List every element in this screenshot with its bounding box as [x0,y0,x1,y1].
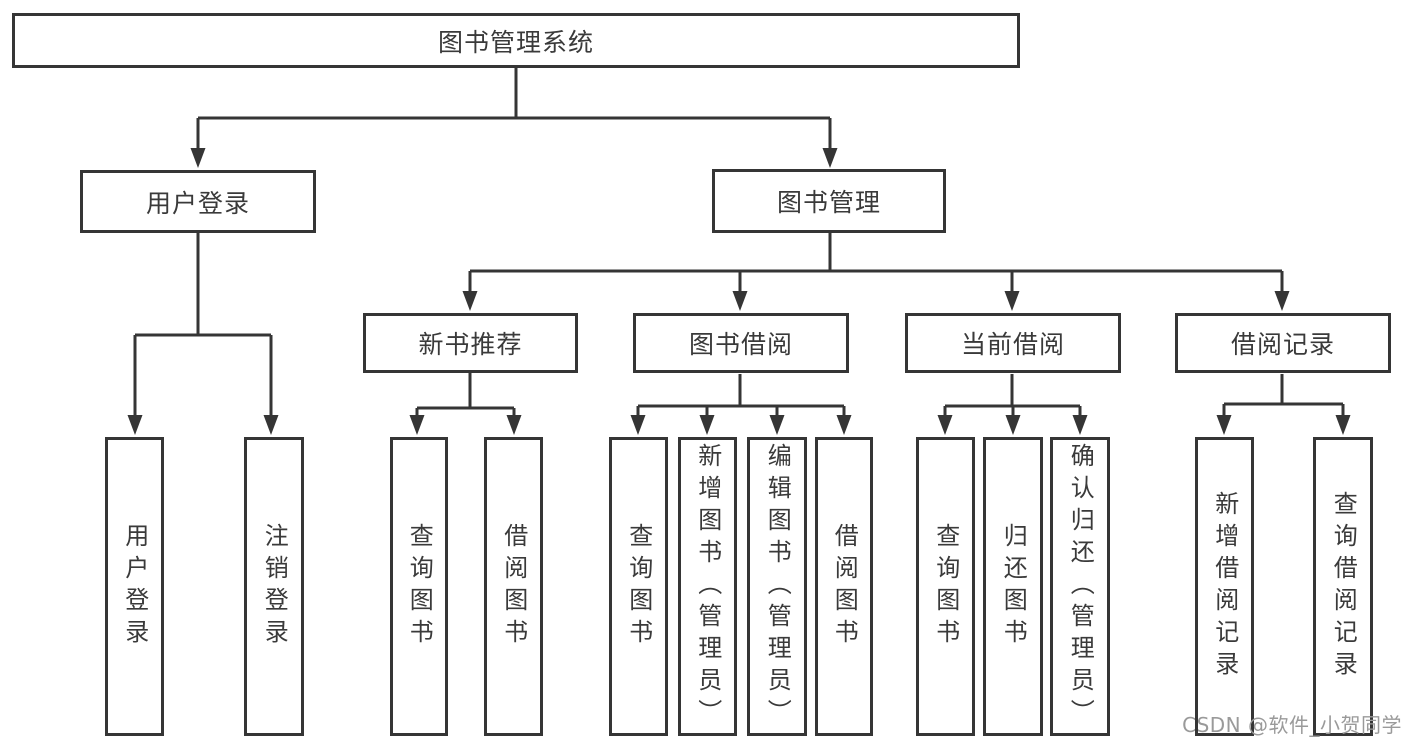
leaf-logout: 注销登录 [244,437,304,736]
node-borrow-records: 借阅记录 [1175,313,1391,373]
leaf-user-login: 用户登录 [105,437,164,736]
leaf-rec-query-books: 查询图书 [390,437,448,736]
leaf-cb-return-books: 归还图书 [983,437,1043,736]
leaf-bb-add-books-admin: 新增图书（管理员） [678,437,737,736]
leaf-cb-confirm-return-admin: 确认归还（管理员） [1050,437,1110,736]
node-book-borrowing: 图书借阅 [633,313,849,373]
node-book-management: 图书管理 [712,169,946,233]
leaf-rec-borrow-books: 借阅图书 [484,437,543,736]
node-new-book-recommend: 新书推荐 [363,313,578,373]
node-user-login: 用户登录 [80,170,316,233]
leaf-bb-edit-books-admin: 编辑图书（管理员） [747,437,807,736]
node-current-borrowing: 当前借阅 [905,313,1121,373]
leaf-bb-borrow-books: 借阅图书 [815,437,873,736]
csdn-watermark: CSDN @软件_小贺同学 [1182,713,1402,737]
leaf-cb-query-books: 查询图书 [916,437,975,736]
node-library-management-system: 图书管理系统 [12,13,1020,68]
leaf-br-add-record: 新增借阅记录 [1195,437,1254,736]
leaf-br-query-record: 查询借阅记录 [1313,437,1373,736]
leaf-bb-query-books: 查询图书 [609,437,668,736]
